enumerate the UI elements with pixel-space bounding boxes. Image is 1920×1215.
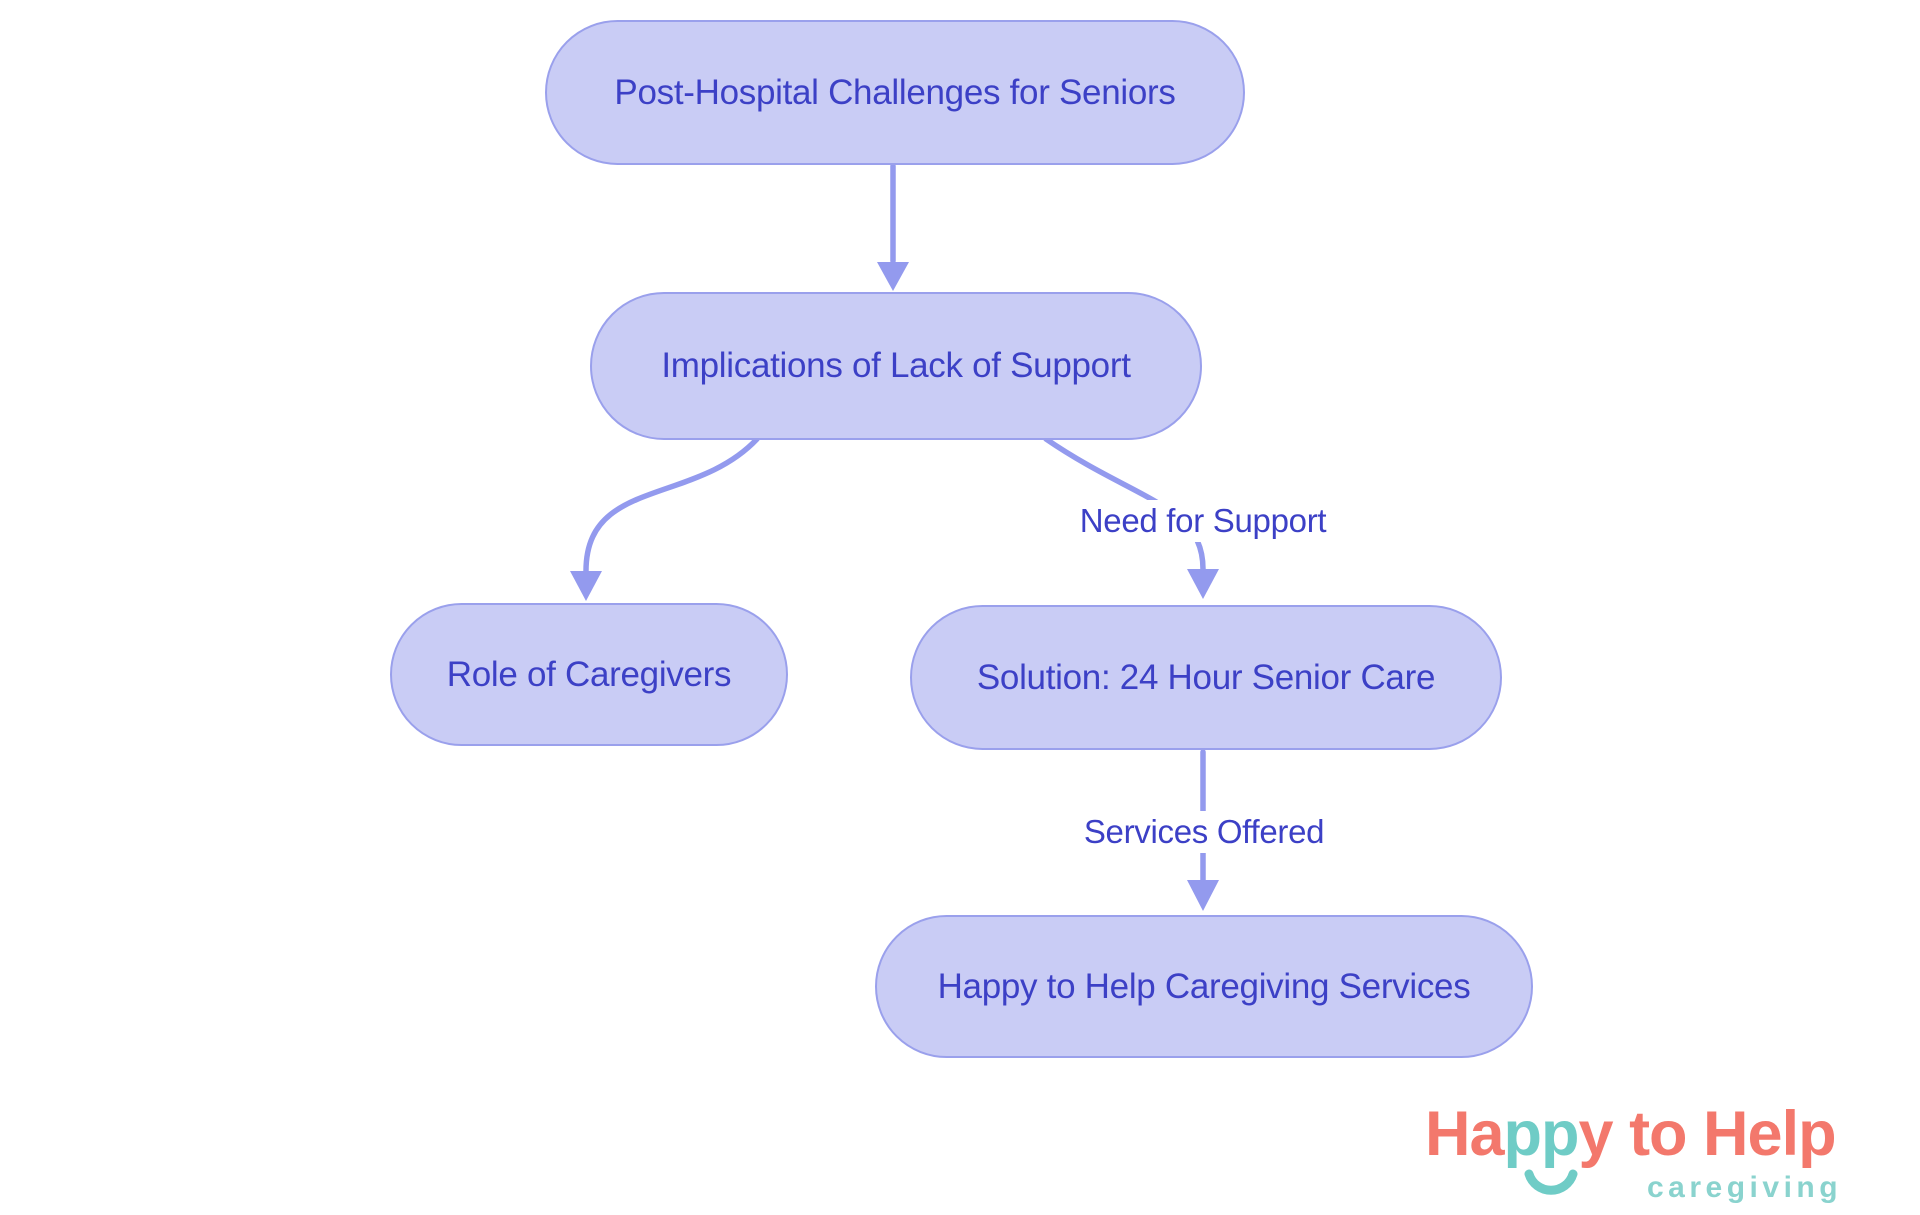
logo-part-to-help: to Help	[1612, 1099, 1837, 1169]
logo-tagline: caregiving	[1647, 1171, 1843, 1204]
smile-icon	[1524, 1169, 1578, 1195]
smile-arc	[1524, 1169, 1578, 1195]
flowchart-node-implications: Implications of Lack of Support	[590, 292, 1202, 440]
edge-label-services-offered: Services Offered	[1073, 811, 1335, 853]
edge-implications-caregivers	[583, 436, 760, 574]
arrowhead-implications	[877, 262, 909, 291]
happy-to-help-logo: Happy to Help caregiving	[1425, 1103, 1895, 1213]
node-label-solution: Solution: 24 Hour Senior Care	[976, 657, 1436, 697]
flowchart-node-solution: Solution: 24 Hour Senior Care	[910, 605, 1502, 750]
logo-part-y: y	[1578, 1099, 1614, 1169]
node-label-challenges: Post-Hospital Challenges for Seniors	[614, 72, 1176, 112]
logo-wordmark: Happy to Help	[1425, 1103, 1895, 1166]
node-label-caregivers: Role of Caregivers	[446, 654, 732, 694]
flowchart-node-caregivers: Role of Caregivers	[390, 603, 788, 746]
flowchart-node-services: Happy to Help Caregiving Services	[875, 915, 1533, 1058]
node-label-services: Happy to Help Caregiving Services	[937, 966, 1471, 1006]
arrowhead-services	[1187, 880, 1219, 911]
edge-label-need-for-support: Need for Support	[1069, 500, 1337, 542]
arrowhead-solution	[1187, 569, 1219, 599]
logo-part-ha: Ha	[1425, 1099, 1505, 1169]
logo-part-pp: pp	[1503, 1099, 1580, 1169]
node-label-implications: Implications of Lack of Support	[661, 346, 1131, 385]
arrowhead-caregivers	[570, 571, 602, 601]
flowchart-node-challenges: Post-Hospital Challenges for Seniors	[545, 20, 1245, 165]
